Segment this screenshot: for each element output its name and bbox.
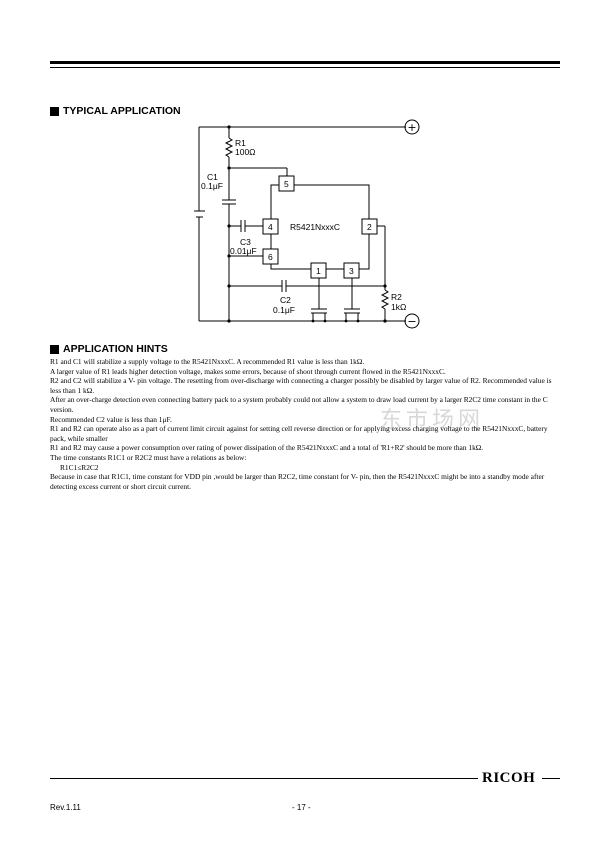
header-rule-thin	[50, 67, 560, 68]
hint-paragraph: After an over-charge detection even conn…	[50, 395, 548, 414]
hint-paragraph: The time constants R1C1 or R2C2 must hav…	[50, 452, 247, 462]
c1-value: 0.1μF	[201, 181, 223, 191]
application-hints-title: APPLICATION HINTS	[63, 343, 168, 355]
pin-3: 3	[349, 266, 354, 276]
hint-paragraph: R2 and C2 will stabilize a V- pin voltag…	[50, 376, 552, 395]
pin-6: 6	[268, 252, 273, 262]
typical-application-title: TYPICAL APPLICATION	[63, 105, 181, 117]
footer-rule-right	[542, 778, 560, 779]
r1-label: R1	[235, 138, 246, 148]
r1-value: 100Ω	[235, 147, 256, 157]
ic-name: R5421NxxxC	[290, 222, 340, 232]
typical-application-heading: TYPICAL APPLICATION	[50, 105, 181, 117]
pin-2: 2	[367, 222, 372, 232]
square-bullet-icon	[50, 344, 59, 354]
c3-value: 0.01μF	[230, 246, 257, 256]
hint-formula: R1C1≤R2C2	[60, 462, 99, 472]
hint-paragraph: R1 and C1 will stabilize a supply voltag…	[50, 357, 365, 366]
hint-paragraph: R1 and R2 can operate also as a part of …	[50, 424, 548, 443]
typical-application-circuit: R1 100Ω C1 0.1μF C3 0.01μF C2 0.1μF R2 1…	[194, 119, 420, 329]
application-hints-heading: APPLICATION HINTS	[50, 343, 168, 355]
page-number: - 17 -	[292, 803, 311, 812]
watermark-text: 东市场网	[380, 408, 485, 433]
c3-label: C3	[240, 237, 251, 247]
minus-terminal: −	[407, 315, 416, 328]
r2-label: R2	[391, 292, 402, 302]
hint-paragraph: R1 and R2 may cause a power consumption …	[50, 443, 484, 453]
c2-value: 0.1μF	[273, 305, 295, 315]
pin-1: 1	[316, 266, 321, 276]
c2-label: C2	[280, 295, 291, 305]
pin-5: 5	[284, 179, 289, 189]
header-rule-thick	[50, 61, 560, 64]
c1-label: C1	[207, 172, 218, 182]
application-hints-body: R1 and C1 will stabilize a supply voltag…	[50, 357, 562, 491]
footer-rule-left	[50, 778, 478, 779]
hint-paragraph: Because in case that R1C1, time constant…	[50, 472, 545, 491]
r2-value: 1kΩ	[391, 302, 406, 312]
pin-4: 4	[268, 222, 273, 232]
revision-number: Rev.1.11	[50, 803, 81, 812]
plus-terminal: +	[407, 121, 416, 134]
ricoh-logo: RICOH	[480, 770, 538, 787]
square-bullet-icon	[50, 106, 59, 116]
hint-paragraph: A larger value of R1 leads higher detect…	[50, 366, 446, 376]
hint-paragraph: Recommended C2 value is less than 1μF.	[50, 414, 172, 424]
